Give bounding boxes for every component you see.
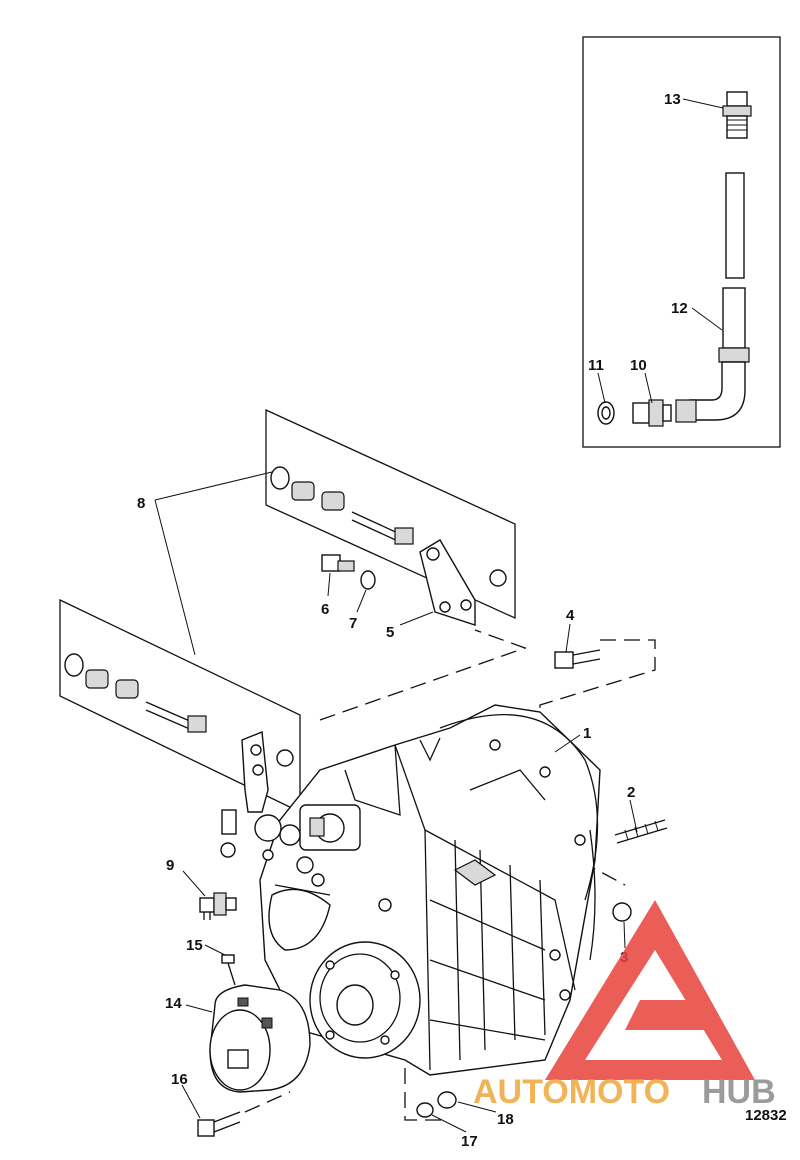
callout-1: 1 [583, 725, 591, 742]
bolt-4 [554, 649, 601, 669]
bolt-16 [197, 1091, 291, 1137]
washer-11 [597, 401, 615, 425]
washer-17 [416, 1102, 434, 1118]
callout-6: 6 [321, 601, 329, 618]
inset-panel [582, 36, 781, 448]
sensor-9 [199, 892, 237, 920]
callout-10: 10 [630, 357, 647, 374]
watermark-text-auto: AUTOMOTO [473, 1073, 670, 1111]
bolt-15 [221, 954, 236, 986]
stud-2 [614, 819, 668, 844]
callout-8: 8 [137, 495, 145, 512]
callout-18: 18 [497, 1111, 514, 1128]
figure-number: 12832 [745, 1107, 787, 1124]
upper-mount-panel [265, 408, 516, 620]
control-valve [220, 804, 361, 887]
fitting-13 [722, 91, 752, 139]
callout-17: 17 [461, 1133, 478, 1150]
callout-15: 15 [186, 937, 203, 954]
bolt-6 [321, 554, 355, 572]
upper-mount-hardware [270, 466, 414, 545]
callout-14: 14 [165, 995, 182, 1012]
watermark-logo: AUTOMOTO HUB [473, 900, 776, 1111]
callout-9: 9 [166, 857, 174, 874]
callout-5: 5 [386, 624, 394, 641]
callout-11: 11 [588, 357, 604, 374]
bracket-5 [419, 539, 476, 626]
coupler-14 [209, 984, 311, 1093]
callout-12: 12 [671, 300, 688, 317]
callout-2: 2 [627, 784, 635, 801]
callout-7: 7 [349, 615, 357, 632]
nut-18 [437, 1091, 457, 1109]
hose-12 [675, 172, 750, 423]
watermark-text-hub: HUB [702, 1073, 776, 1111]
watermark-inner [625, 1000, 705, 1030]
cooler-flange [268, 884, 331, 951]
callout-16: 16 [171, 1071, 188, 1088]
watermark-triangle [545, 900, 755, 1080]
fitting-10 [632, 399, 672, 427]
lower-mount-hardware [64, 653, 294, 767]
lower-bracket [241, 731, 269, 813]
nut-3 [612, 902, 632, 922]
callout-13: 13 [664, 91, 681, 108]
output-flange [309, 941, 421, 1059]
washer-7 [360, 570, 376, 590]
upper-nut [489, 569, 507, 587]
dashed-guide-upper [319, 629, 527, 721]
transmission-housing [259, 704, 601, 1076]
leader-lines [154, 98, 724, 1133]
callout-4: 4 [566, 607, 575, 624]
